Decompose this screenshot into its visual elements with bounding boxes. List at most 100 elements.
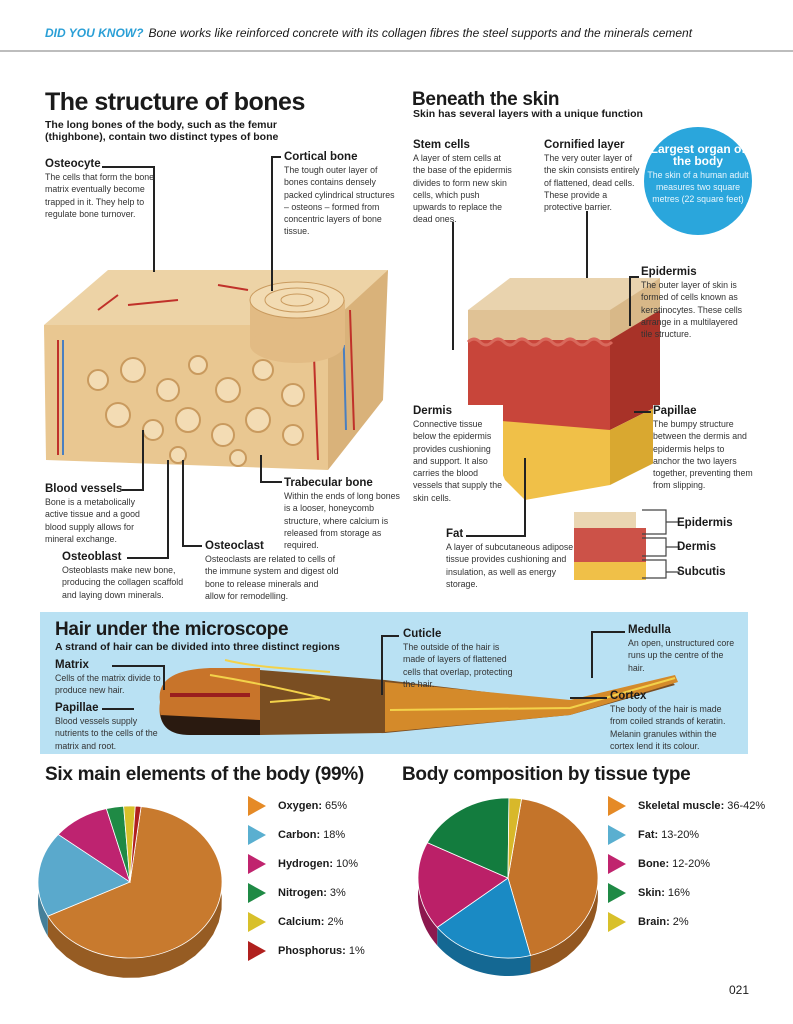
osteoblast-title: Osteoblast	[62, 551, 122, 563]
legend-marker-icon	[248, 883, 266, 903]
medulla-text: An open, unstructured core runs up the c…	[628, 638, 735, 673]
pie-slice-skeletal-muscle	[507, 798, 599, 956]
pie-slice-side-fat	[437, 927, 531, 976]
medulla-title: Medulla	[628, 624, 671, 636]
legend-item: Bone:12-20%	[608, 854, 710, 874]
skin-title: Beneath the skin	[412, 89, 560, 110]
blood-vessels-text: Bone is a metabolically active tissue an…	[45, 497, 140, 544]
did-you-know-fact: Bone works like reinforced concrete with…	[148, 26, 693, 40]
layer-brackets	[642, 509, 680, 579]
epidermis-text: The outer layer of skin is formed of cel…	[641, 280, 743, 340]
label-cortex: Cortex The body of the hair is made from…	[610, 690, 740, 752]
stem-cells-title: Stem cells	[413, 139, 470, 151]
legend-colon: :	[342, 945, 346, 957]
legend-item: Skin:16%	[608, 883, 690, 903]
legend-name: Bone	[638, 858, 666, 870]
osteocyte-text: The cells that form the bone matrix even…	[45, 172, 155, 219]
dermis-text: Connective tissue below the epidermis pr…	[413, 419, 502, 503]
legend-name: Hydrogen	[278, 858, 330, 870]
legend-colon: :	[329, 858, 334, 870]
epidermis-title: Epidermis	[641, 266, 697, 278]
osteoclast-text: Osteoclasts are related to cells of the …	[205, 554, 339, 601]
legend-marker-icon	[248, 912, 266, 932]
pie-slice-oxygen	[47, 806, 223, 959]
legend-value: 12-20%	[672, 858, 711, 870]
legend-colon: :	[665, 858, 670, 870]
legend-value: 13-20%	[661, 829, 700, 841]
legend-value: 16%	[667, 887, 690, 899]
elements-chart-title: Six main elements of the body (99%)	[45, 764, 364, 785]
legend-value: 1%	[348, 945, 365, 957]
cornified-layer-title: Cornified layer	[544, 139, 625, 151]
legend-item: Nitrogen:3%	[248, 883, 346, 903]
label-osteoblast: Osteoblast Osteoblasts make new bone, pr…	[62, 551, 192, 601]
osteoblast-text: Osteoblasts make new bone, producing the…	[62, 565, 184, 600]
legend-item: Calcium:2%	[248, 912, 343, 932]
tissue-pie-chart	[417, 797, 599, 976]
largest-organ-callout: Largest organ of the body The skin of a …	[644, 127, 752, 235]
hair-papillae-title: Papillae	[55, 702, 99, 714]
legend-item: Oxygen:65%	[248, 796, 347, 816]
label-papillae: Papillae The bumpy structure between the…	[653, 405, 753, 492]
mini-label-subcutis: Subcutis	[677, 566, 726, 578]
label-fat: Fat A layer of subcutaneous adipose tiss…	[446, 528, 586, 590]
label-trabecular-bone: Trabecular bone Within the ends of long …	[284, 477, 404, 551]
legend-item: Hydrogen:10%	[248, 854, 358, 874]
did-you-know: DID YOU KNOW?Bone works like reinforced …	[45, 26, 692, 40]
osteocyte-title: Osteocyte	[45, 158, 101, 170]
legend-item: Brain:2%	[608, 912, 689, 932]
elements-pie-chart	[37, 805, 223, 978]
legend-name: Brain	[638, 916, 667, 928]
skin-layers-mini	[574, 512, 646, 580]
tissue-chart-title: Body composition by tissue type	[402, 764, 691, 785]
pie-slice-skin	[426, 797, 510, 879]
stem-cells-text: A layer of stem cells at the base of the…	[413, 153, 512, 225]
legend-name: Fat	[638, 829, 655, 841]
hair-title: Hair under the microscope	[55, 619, 289, 640]
legend-name: Skin	[638, 887, 662, 899]
legend-marker-icon	[608, 796, 626, 816]
legend-name: Carbon	[278, 829, 317, 841]
cuticle-text: The outside of the hair is made of layer…	[403, 642, 513, 689]
callout-text: The skin of a human adult measures two s…	[647, 170, 749, 204]
legend-marker-icon	[608, 912, 626, 932]
top-banner: DID YOU KNOW?Bone works like reinforced …	[0, 22, 793, 52]
pie-slice-bone	[417, 842, 509, 928]
legend-value: 65%	[325, 800, 348, 812]
bone-illustration	[44, 270, 388, 470]
legend-marker-icon	[608, 825, 626, 845]
label-stem-cells: Stem cells A layer of stem cells at the …	[413, 139, 513, 226]
cortex-title: Cortex	[610, 690, 647, 702]
legend-value: 36-42%	[727, 800, 766, 812]
legend-colon: :	[323, 887, 327, 899]
skin-subtitle: Skin has several layers with a unique fu…	[413, 108, 643, 120]
legend-colon: :	[320, 916, 325, 928]
legend-value: 10%	[336, 858, 359, 870]
legend-colon: :	[720, 800, 725, 812]
label-epidermis: Epidermis The outer layer of skin is for…	[641, 266, 751, 340]
cortex-text: The body of the hair is made from coiled…	[610, 704, 726, 751]
label-cortical-bone: Cortical bone The tough outer layer of b…	[284, 151, 396, 238]
legend-name: Calcium	[278, 916, 321, 928]
legend-marker-icon	[248, 796, 266, 816]
legend-name: Nitrogen	[278, 887, 324, 899]
cuticle-title: Cuticle	[403, 628, 442, 640]
legend-marker-icon	[608, 883, 626, 903]
cortical-bone-title: Cortical bone	[284, 151, 358, 163]
legend-colon: :	[666, 916, 670, 928]
legend-name: Phosphorus	[278, 945, 343, 957]
fat-title: Fat	[446, 528, 464, 540]
bones-subtitle: The long bones of the body, such as the …	[45, 119, 279, 143]
legend-value: 18%	[323, 829, 346, 841]
label-cuticle: Cuticle The outside of the hair is made …	[403, 628, 523, 690]
trabecular-bone-title: Trabecular bone	[284, 477, 373, 489]
mini-label-dermis: Dermis	[677, 541, 716, 553]
pie-slice-phosphorus	[129, 805, 142, 883]
cornified-layer-text: The very outer layer of the skin consist…	[544, 153, 640, 213]
cortical-bone-text: The tough outer layer of bones contains …	[284, 165, 395, 237]
label-osteocyte: Osteocyte The cells that form the bone m…	[45, 158, 155, 220]
legend-colon: :	[661, 887, 665, 899]
legend-item: Carbon:18%	[248, 825, 345, 845]
hair-papillae-text: Blood vessels supply nutrients to the ce…	[55, 716, 158, 751]
matrix-text: Cells of the matrix divide to produce ne…	[55, 673, 161, 696]
